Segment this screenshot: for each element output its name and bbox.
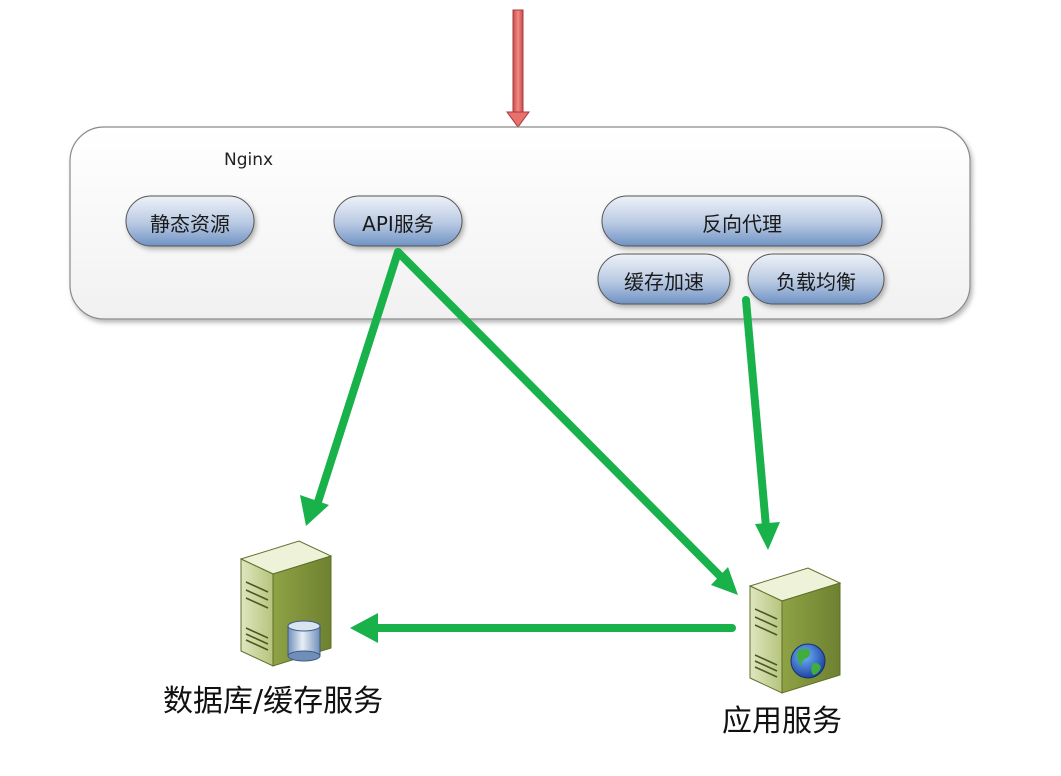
loadbalance-to-application-arrow-line (742, 296, 770, 531)
application-to-database-arrowhead (350, 613, 378, 643)
api-service-label: API服务 (362, 212, 434, 236)
api-to-database-arrowhead (300, 495, 329, 526)
api-to-database-arrow-line (313, 248, 402, 509)
static-resources-label: 静态资源 (150, 212, 230, 236)
reverse-proxy-pill[interactable] (601, 195, 883, 247)
cache-acceleration-label: 缓存加速 (624, 270, 704, 294)
application-server-label: 应用服务 (722, 704, 842, 739)
loadbalance-to-application-arrowhead (755, 522, 780, 550)
database-server-icon (239, 540, 333, 667)
api-to-application-arrow-line (394, 248, 726, 582)
reverse-proxy-label: 反向代理 (702, 212, 782, 236)
nginx-title: Nginx (224, 150, 274, 170)
incoming-request-arrow (506, 9, 530, 128)
api-to-application-arrowhead (711, 567, 738, 595)
api-service-pill[interactable] (333, 195, 463, 247)
nginx-container (69, 126, 971, 320)
globe-icon (790, 643, 826, 679)
load-balancing-pill[interactable] (747, 253, 885, 305)
database-server-label: 数据库/缓存服务 (163, 684, 384, 719)
cache-acceleration-pill[interactable] (597, 253, 731, 305)
application-server-icon (748, 567, 842, 694)
static-resources-pill[interactable] (125, 195, 255, 247)
load-balancing-label: 负载均衡 (776, 270, 856, 294)
